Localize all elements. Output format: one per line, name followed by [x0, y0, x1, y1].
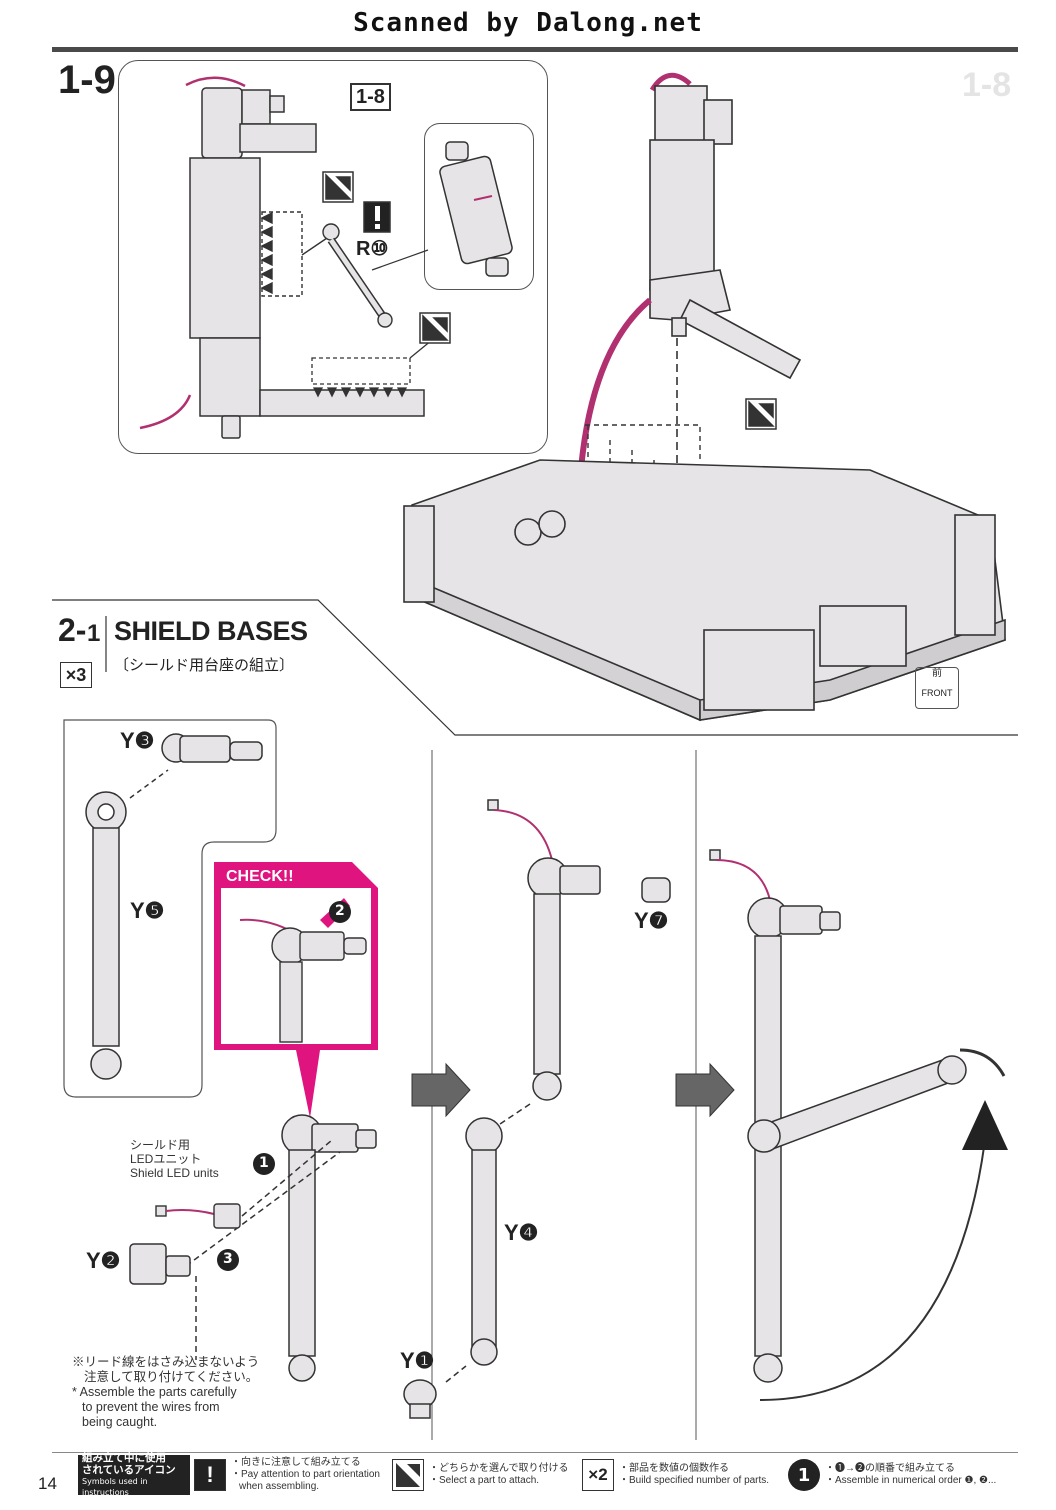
stand-pillar-part [139, 76, 425, 439]
caution-note: ※リード線をはさみ込まないよう 注意して取り付けてください。 * Assembl… [72, 1355, 259, 1430]
select-jp: ・どちらかを選んで取り付ける [429, 1463, 569, 1474]
attention-icon [363, 201, 391, 233]
rotate-arrow-head [962, 1100, 1008, 1150]
base-peg-arrows [311, 339, 433, 398]
peg-insert-arrows [260, 211, 331, 297]
shield-base-assembled [709, 849, 967, 1383]
front-label-jp: 前 [932, 668, 942, 679]
stick-part-main [281, 1114, 377, 1382]
led-unit-part [155, 1203, 241, 1229]
r10-rod-part [322, 223, 393, 328]
note-jp-2: 注意して取り付けてください。 [84, 1370, 259, 1384]
number-badge-3 [217, 1249, 239, 1271]
select-part-icon [419, 312, 451, 344]
order-jp: ・❶→❷の順番で組み立てる [825, 1463, 955, 1474]
number-badge-2 [329, 901, 351, 923]
ring-part-y1 [403, 1379, 437, 1419]
note-jp-1: ※リード線をはさみ込まないよう [72, 1355, 260, 1369]
assembly-arrows [445, 1103, 531, 1383]
step-number-2-1-minor: 1 [87, 620, 101, 647]
order-en: ・Assemble in numerical order ❶, ❷... [825, 1475, 997, 1486]
legend-select: ・どちらかを選んで取り付ける ・Select a part to attach. [392, 1455, 569, 1495]
select-part-icon [322, 171, 354, 203]
legend-jp-1: 組み立て中に使用 [82, 1452, 166, 1464]
legend-heading: 組み立て中に使用 されているアイコン Symbols used in instr… [78, 1452, 190, 1497]
legend-multiply: ×2 ・部品を数値の個数作る ・Build specified number o… [582, 1455, 769, 1495]
step-number-2-1-major: 2- [58, 612, 87, 648]
led-label-jp-2: LEDユニット [130, 1152, 202, 1166]
number-badge-1 [253, 1153, 275, 1175]
select-part-icon [745, 398, 777, 430]
next-step-arrow [411, 1062, 735, 1118]
detail-link-piece [439, 141, 513, 277]
check-label: CHECK!! [226, 868, 294, 885]
part-label-y5: Y❺ [130, 898, 165, 923]
connector-part-y3 [161, 733, 263, 763]
check-detail-part [239, 918, 367, 1043]
attention-icon: ! [194, 1459, 226, 1491]
legend-order: 1 ・❶→❷の順番で組み立てる ・Assemble in numerical o… [788, 1455, 996, 1495]
select-en: ・Select a part to attach. [429, 1475, 540, 1486]
number-badge-2-text: 2 [335, 903, 345, 919]
multiply-en: ・Build specified number of parts. [619, 1475, 770, 1486]
order-icon: 1 [788, 1459, 820, 1491]
note-en-1: * Assemble the parts carefully [72, 1385, 237, 1399]
front-label-en: FRONT [921, 688, 953, 698]
stick-part-y5 [85, 769, 169, 1080]
attention-en-2: when assembling. [239, 1481, 320, 1492]
icon-legend-footer: 組み立て中に使用 されているアイコン Symbols used in instr… [52, 1452, 1018, 1498]
small-rotate-arrow [959, 1048, 1006, 1077]
multiply-jp: ・部品を数値の個数作る [619, 1463, 729, 1474]
stand-pillar-large [577, 72, 802, 481]
part-label-y7: Y❼ [634, 908, 669, 933]
part-label-y2: Y❷ [86, 1248, 121, 1273]
select-part-icon [392, 1459, 424, 1491]
stick-with-led-part [487, 799, 601, 1101]
attention-jp: ・向きに注意して組み立てる [231, 1457, 361, 1468]
step-title: SHIELD BASES [114, 616, 308, 646]
ref-part-tag: 1-8 [350, 83, 391, 111]
section-divider [52, 599, 1018, 736]
header-rule [52, 47, 1018, 52]
led-label-jp-1: シールド用 [130, 1138, 191, 1152]
step-number-1-9: 1-9 [58, 58, 116, 102]
assembly-arrows [185, 1139, 341, 1360]
legend-en: Symbols used in instructions [82, 1477, 148, 1497]
front-indicator: 前 FRONT [915, 667, 959, 709]
page-number: 14 [38, 1474, 57, 1493]
cap-part-y7 [641, 877, 671, 903]
legend-attention: ! ・向きに注意して組み立てる ・Pay attention to part o… [194, 1455, 380, 1495]
legend-jp-2: されているアイコン [82, 1464, 176, 1476]
part-label-y4: Y❹ [504, 1220, 539, 1245]
led-label-en: Shield LED units [130, 1166, 219, 1180]
part-label-y1: Y❶ [400, 1348, 435, 1373]
note-en-2: to prevent the wires from [82, 1400, 220, 1414]
multiply-badge: ×3 [60, 662, 92, 688]
number-badge-1-text: 1 [259, 1155, 269, 1171]
number-badge-3-text: 3 [223, 1251, 233, 1267]
note-en-3: being caught. [82, 1415, 158, 1429]
led-label: シールド用 LEDユニット Shield LED units [130, 1138, 219, 1180]
cap-part-y2 [129, 1243, 191, 1285]
rotate-arrow-path [759, 1139, 986, 1401]
leader-line [371, 249, 429, 271]
attention-en-1: ・Pay attention to part orientation [231, 1469, 380, 1480]
step-title-jp: 〔シールド用台座の組立〕 [114, 656, 295, 674]
ghost-step-text: 1-8 [962, 66, 1012, 104]
multiply-icon: ×2 [582, 1459, 614, 1491]
part-label-r10: R⑩ [356, 238, 389, 260]
stick-part-y4 [465, 1117, 503, 1366]
watermark-text: Scanned by Dalong.net [353, 8, 703, 38]
display-base-part [403, 459, 1006, 722]
part-label-y3: Y❸ [120, 728, 155, 753]
